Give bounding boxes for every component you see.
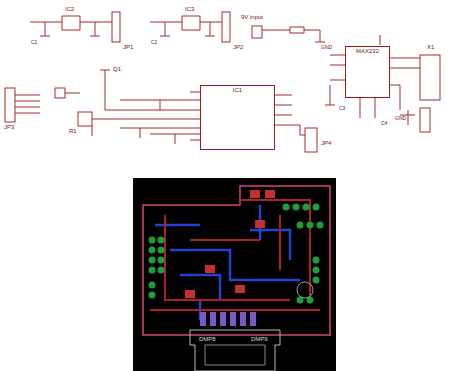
part-name: Q1 [112,66,122,72]
signal-name: 9V input [240,14,264,20]
driver-ic-box: MAX232 [345,46,390,98]
microcontroller-box: IC1 [200,85,275,150]
connector-name: JP3 [3,124,15,130]
part-name: C1 [30,40,38,45]
part-name: R1 [68,128,78,134]
part-name: IC1 [201,86,274,94]
part-name: IC2 [64,6,75,12]
part-name: C2 [150,40,158,45]
part-name: C4 [380,121,388,126]
connector-name: JP2 [232,44,244,50]
part-name: MAX232 [346,47,389,55]
connector-name: JP4 [320,140,332,146]
part-name: C3 [338,106,346,111]
connector-name: JP1 [122,44,134,50]
part-name: IC3 [184,6,195,12]
connector-name: X1 [426,44,435,50]
silkscreen-text: DMP8 [198,336,217,342]
signal-name: GND [320,45,333,50]
signal-name: GND [394,116,407,121]
silkscreen-text: DMP9 [250,336,269,342]
